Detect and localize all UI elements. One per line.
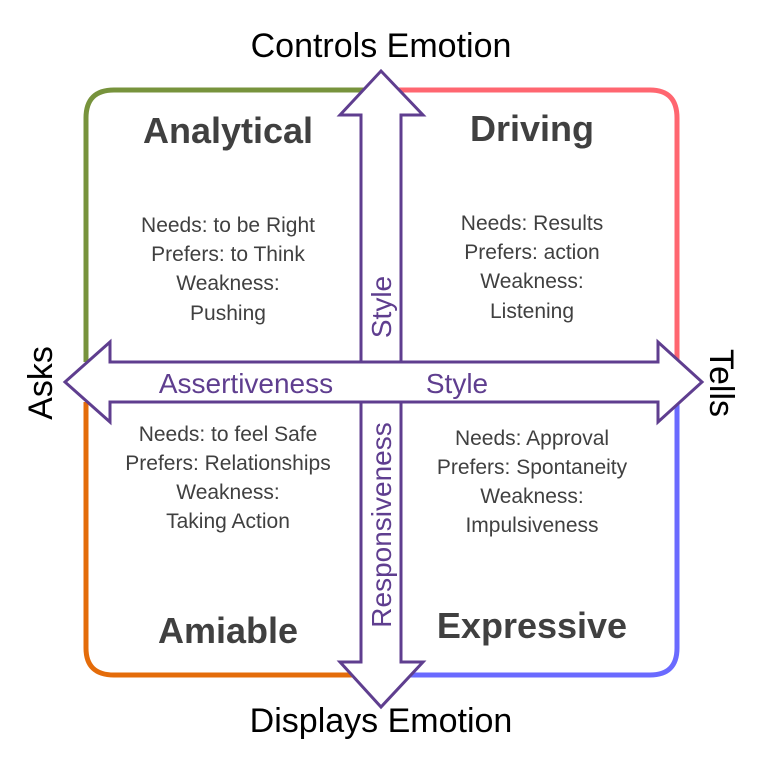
amiable-line: Needs: to feel Safe — [139, 423, 318, 446]
amiable-title: Amiable — [158, 610, 298, 651]
expressive-line: Weakness: — [480, 485, 584, 508]
horizontal-double-arrow — [62, 338, 705, 426]
driving-box — [398, 87, 680, 362]
axis-label-style-vertical: Style — [366, 276, 397, 338]
label-left: Asks — [22, 346, 60, 420]
driving-line: Listening — [490, 300, 574, 323]
expressive-line: Needs: Approval — [455, 427, 609, 450]
driving-line: Weakness: — [480, 270, 584, 293]
label-right: Tells — [702, 349, 740, 417]
axis-label-responsiveness: Responsiveness — [366, 422, 397, 627]
analytical-line: Weakness: — [176, 272, 280, 295]
expressive-box — [398, 402, 680, 678]
axis-label-assertiveness: Assertiveness — [159, 368, 333, 399]
expressive-quadrant: Needs: Approval Prefers: Spontaneity Wea… — [437, 427, 628, 646]
label-top: Controls Emotion — [251, 27, 512, 65]
analytical-line: Pushing — [190, 302, 266, 325]
analytical-line: Needs: to be Right — [141, 214, 315, 237]
expressive-title: Expressive — [437, 605, 627, 646]
driving-quadrant: Driving Needs: Results Prefers: action W… — [461, 108, 603, 323]
amiable-box — [83, 402, 365, 678]
analytical-title: Analytical — [143, 110, 313, 151]
amiable-quadrant: Needs: to feel Safe Prefers: Relationshi… — [125, 423, 330, 651]
amiable-line: Taking Action — [166, 510, 290, 533]
driving-line: Prefers: action — [464, 241, 599, 264]
amiable-line: Weakness: — [176, 481, 280, 504]
expressive-line: Impulsiveness — [465, 514, 598, 537]
axis-label-style-horizontal: Style — [426, 368, 488, 399]
analytical-quadrant: Analytical Needs: to be Right Prefers: t… — [141, 110, 315, 325]
analytical-box — [83, 87, 365, 362]
analytical-line: Prefers: to Think — [151, 243, 305, 266]
driving-title: Driving — [470, 108, 594, 149]
driving-line: Needs: Results — [461, 212, 603, 235]
expressive-line: Prefers: Spontaneity — [437, 456, 628, 479]
amiable-line: Prefers: Relationships — [125, 452, 330, 475]
